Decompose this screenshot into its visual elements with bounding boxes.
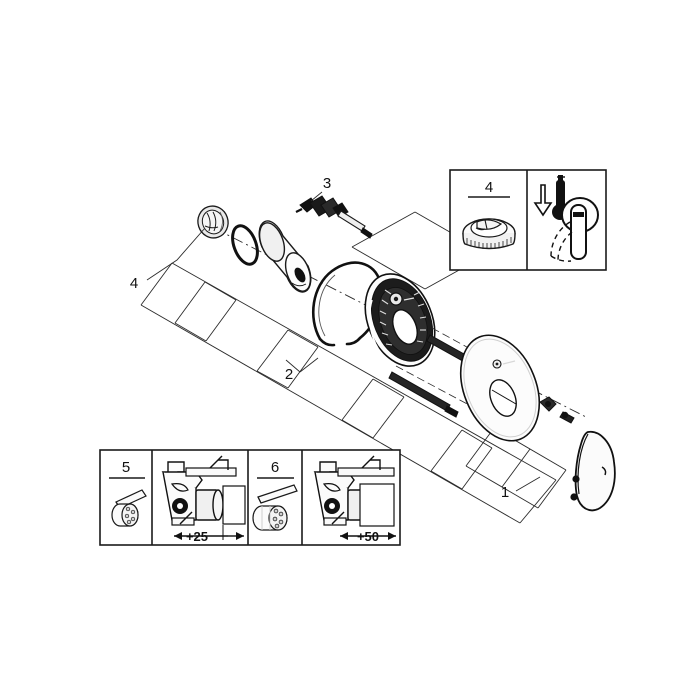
temperature-limiter-panel: 4 [449, 169, 607, 271]
part-fixing-screw-lower [388, 371, 459, 418]
dimension-25: +25 [186, 529, 208, 544]
part-mounting-plate [364, 273, 436, 367]
dimension-50: +50 [357, 529, 379, 544]
callout-4: 4 [130, 275, 138, 292]
extension-sleeve-short-icon [111, 503, 139, 527]
extension-rod-long-icon [257, 484, 298, 504]
retaining-clip-inner [318, 274, 336, 337]
callout-3: 3 [323, 175, 331, 192]
handle-rotation-icon [550, 197, 599, 262]
part-temperature-limiter-cap [197, 205, 229, 239]
callout-labels: 1 2 3 4 [130, 175, 509, 501]
limiter-ring-icon [462, 218, 516, 250]
callout-1: 1 [501, 484, 509, 501]
part-handle-lever [570, 431, 616, 512]
part-cover-escutcheon [459, 334, 541, 442]
part-o-ring [231, 224, 259, 266]
panel-label-5: 5 [122, 459, 130, 476]
callout-2: 2 [285, 366, 293, 383]
part-handle-set-screw [539, 396, 575, 424]
extension-kits-panel: 5 [99, 449, 401, 546]
valve-body-section-icon-25 [161, 455, 246, 540]
panel-label-6: 6 [271, 459, 279, 476]
part-cartridge [258, 220, 312, 293]
extension-sleeve-long-icon [252, 505, 288, 531]
callout-leaders [146, 191, 541, 492]
part-spindle-screw [295, 195, 373, 239]
panel-label-4: 4 [485, 179, 493, 196]
valve-body-section-icon-50 [313, 455, 396, 540]
